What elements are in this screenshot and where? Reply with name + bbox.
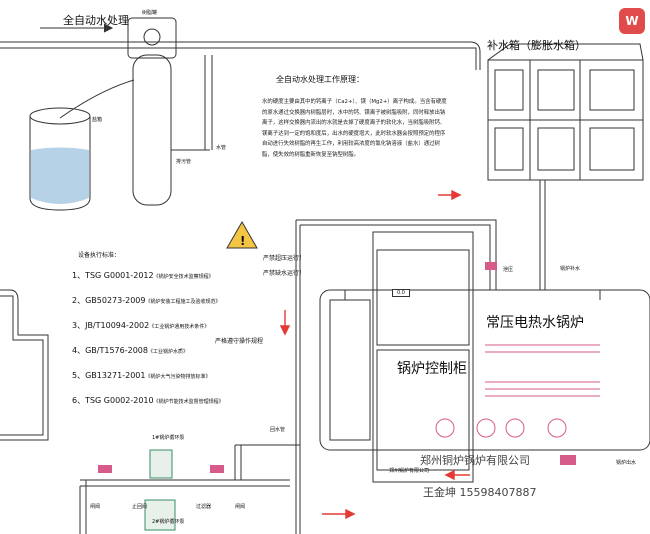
display-panel: 0.0 [392, 289, 410, 297]
check-valve-label: 止回阀 [132, 504, 148, 510]
standards-title: 设备执行标准： [78, 252, 121, 259]
app-icon[interactable]: W [619, 8, 645, 34]
standard-item: 5、GB13271-2001《锅炉大气污染物排放标准》 [72, 371, 211, 380]
standard-item: 3、JB/T10094-2002《工业锅炉通用技术条件》 [72, 321, 210, 330]
warning-overpressure: 严禁超压运行！ [263, 255, 306, 262]
expansion-tank-title: 补水箱（膨胀水箱） [487, 39, 586, 52]
filter-label: 过滤器 [196, 504, 212, 510]
pump1-label: 1#锅炉循环泵 [152, 435, 185, 441]
gate-valve-label-right: 闸阀 [235, 504, 246, 510]
standards-list: 1、TSG G0001-2012《锅炉安全技术监察规程》 2、GB50273-2… [72, 264, 224, 414]
company-name: 郑州铜炉锅炉有限公司 [420, 454, 530, 467]
svg-text:!: ! [240, 234, 245, 248]
contact-info: 王金坤 15598407887 [423, 486, 537, 499]
standard-item: 1、TSG G0001-2012《锅炉安全技术监察规程》 [72, 271, 214, 280]
warning-operating-rules: 严格遵守操作规程 [215, 338, 264, 345]
standard-item: 2、GB50273-2009《锅炉安装工程施工及验收规范》 [72, 296, 221, 305]
outlet-label: 锅炉出水 [616, 460, 637, 466]
principle-title: 全自动水处理工作原理： [276, 75, 364, 84]
standard-item: 4、GB/T1576-2008《工业锅炉水质》 [72, 346, 188, 355]
water-treatment-title: 全自动水处理 [63, 14, 129, 27]
sewage-label: 排污管 [176, 159, 192, 165]
salt-box-label: 盐箱 [92, 117, 103, 123]
control-cabinet-label: 锅炉控制柜 [397, 361, 467, 377]
resin-tank-label: 树脂罐 [142, 10, 158, 16]
relief-label: 泄压 [503, 267, 514, 273]
pump2-label: 2#锅炉循环泵 [152, 519, 185, 525]
principle-text: 水的硬度主要由其中的钙离子（Ca2+）、镁（Mg2+）离子构成。当含有硬度的原水… [262, 99, 447, 158]
nameplate: 郑州锅炉有限公司 [389, 468, 430, 474]
boiler-label: 常压电热水锅炉 [486, 315, 584, 331]
gate-valve-label-left: 闸阀 [90, 504, 101, 510]
supply-label: 锅炉补水 [560, 266, 581, 272]
warning-water-shortage: 严禁缺水运行！ [263, 270, 306, 277]
standard-item: 6、TSG G0002-2010《锅炉节能技术监督管理规程》 [72, 396, 224, 405]
drain-label: 水管 [216, 145, 227, 151]
return-pipe-label: 回水管 [270, 427, 286, 433]
